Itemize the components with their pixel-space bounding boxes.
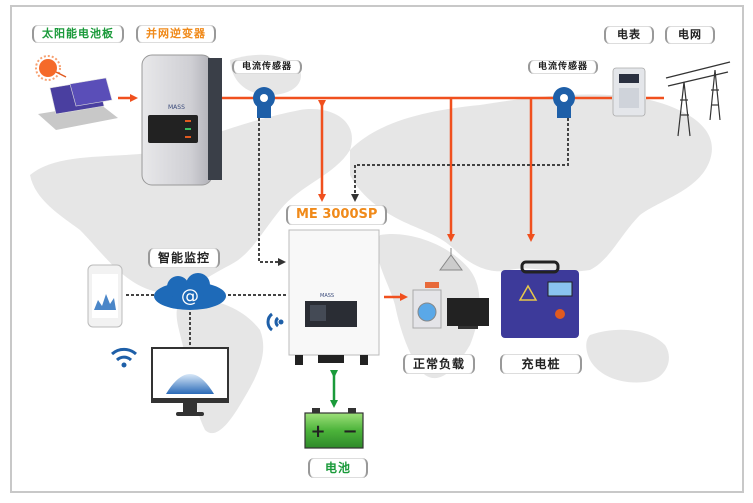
label-grid: 电网	[665, 26, 715, 44]
label-current-sensor-left: 电流传感器	[232, 60, 303, 74]
television-icon	[447, 298, 489, 329]
electric-meter-icon	[612, 67, 646, 117]
svg-text:MASS: MASS	[320, 293, 334, 299]
svg-text:MASS: MASS	[168, 104, 185, 111]
signal-lines	[126, 118, 569, 348]
label-meter: 电表	[604, 26, 654, 44]
cloud-icon	[154, 273, 226, 310]
battery-icon: + −	[304, 408, 364, 449]
battery-plus-sign: +	[310, 421, 325, 442]
north-america-shape	[30, 109, 352, 293]
washing-machine-icon	[412, 282, 442, 329]
label-solar-panel: 太阳能电池板	[32, 25, 124, 43]
computer-monitor-icon	[151, 347, 229, 416]
grid-inverter-icon: MASS	[141, 54, 222, 186]
hybrid-inverter-icon: MASS	[288, 229, 380, 365]
wifi-signal-icon-hybrid	[266, 312, 284, 332]
right-sensor-signal-line	[351, 118, 569, 202]
australia-shape	[586, 329, 669, 383]
charging-pile-icon	[501, 260, 579, 338]
label-model-me3000sp: ME 3000SP	[286, 205, 388, 225]
label-charging-pile: 充电桩	[500, 354, 582, 374]
current-sensor-right-icon	[553, 87, 575, 118]
left-sensor-signal-line	[258, 118, 286, 266]
current-sensor-left-icon	[253, 87, 275, 118]
smartphone-icon	[87, 264, 123, 328]
label-grid-inverter: 并网逆变器	[136, 25, 216, 43]
label-current-sensor-right: 电流传感器	[528, 60, 599, 74]
power-tower-icon	[665, 61, 731, 137]
label-battery: 电池	[308, 458, 368, 478]
battery-minus-sign: −	[342, 421, 357, 442]
power-lines	[118, 94, 664, 301]
wifi-signal-icon	[111, 347, 137, 368]
cloud-at-symbol: @	[181, 286, 199, 307]
ceiling-lamp-icon	[439, 248, 463, 271]
label-smart-monitoring: 智能监控	[148, 248, 221, 268]
solar-panel-icon	[38, 77, 118, 130]
label-normal-load: 正常负载	[403, 354, 476, 374]
sun-icon	[35, 55, 67, 81]
